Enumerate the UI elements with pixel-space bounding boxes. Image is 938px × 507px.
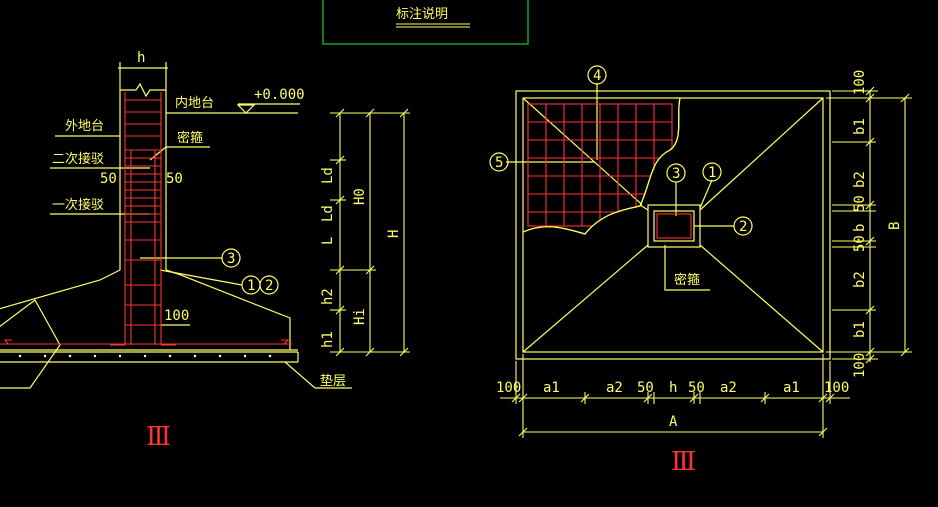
rebar-hook-left bbox=[3, 339, 12, 345]
bedding-leader bbox=[284, 361, 316, 389]
bdim-8: 100 bbox=[824, 380, 849, 396]
plan-callout-5-text: 5 bbox=[495, 155, 503, 171]
vdim-h2: h2 bbox=[320, 288, 336, 305]
vdim-ticks bbox=[335, 108, 409, 357]
vdim-Hi: Hi bbox=[352, 308, 368, 325]
section-rebar bbox=[0, 92, 292, 346]
vdim-Ld1: Ld bbox=[320, 167, 336, 184]
plan-redraw bbox=[522, 97, 824, 353]
rdim-3: 50 bbox=[852, 195, 868, 212]
inner-ground-label: 内地台 bbox=[175, 95, 214, 111]
left-break-hatch bbox=[0, 299, 61, 389]
bdim-3: 50 bbox=[637, 380, 654, 396]
title-frame bbox=[322, 0, 529, 45]
bdim-0: 100 bbox=[496, 380, 521, 396]
d50-left-label: 50 bbox=[100, 171, 117, 187]
vertical-dimension-labels: Ld Ld L h2 h1 H0 Hi H bbox=[320, 167, 402, 348]
stirrup-label: 密箍 bbox=[177, 130, 203, 146]
callout12-leader bbox=[159, 269, 243, 286]
vdim-H: H bbox=[386, 230, 402, 238]
bdim-6: a2 bbox=[720, 380, 737, 396]
section-callout-3-text: 3 bbox=[227, 251, 235, 267]
bdim-A: A bbox=[669, 414, 678, 430]
section-stirrups bbox=[125, 99, 161, 326]
vertical-dimension-chain bbox=[330, 108, 410, 357]
footing-slope-left bbox=[0, 269, 121, 310]
bdim-7: a1 bbox=[783, 380, 800, 396]
base-bar-dots bbox=[18, 354, 272, 358]
section-callout-2-circle bbox=[259, 275, 279, 295]
level-triangle bbox=[236, 104, 256, 114]
dim-h-label: h bbox=[137, 50, 145, 66]
section-callout-1-text: 1 bbox=[247, 278, 255, 294]
bdim-2: a2 bbox=[606, 380, 623, 396]
plan-column-rebar-redraw bbox=[656, 213, 692, 239]
rdim-B: B bbox=[887, 222, 903, 230]
footing-section-view bbox=[0, 62, 352, 389]
outer-ground-label: 外地台 bbox=[65, 119, 104, 134]
bdim-4: h bbox=[669, 380, 677, 396]
vdim-Ld2: Ld bbox=[320, 205, 336, 222]
d100-label: 100 bbox=[164, 308, 189, 324]
plan-diag-tl bbox=[522, 97, 649, 211]
plan-callouts bbox=[489, 65, 753, 236]
rdim-8: 100 bbox=[852, 353, 868, 378]
plan-callout-3-text: 3 bbox=[672, 166, 680, 182]
rdim-2: b2 bbox=[852, 171, 868, 188]
column-break-mark bbox=[120, 82, 166, 98]
plan-roman-label: Ⅲ bbox=[671, 447, 696, 477]
section-callout-3-circle bbox=[221, 248, 241, 268]
plan-callout-4-text: 4 bbox=[593, 68, 601, 84]
plan-inner-rect bbox=[522, 97, 824, 353]
plan-bottom-dim-labels: 100 a1 a2 50 h 50 a2 a1 100 A bbox=[496, 380, 849, 430]
d50-right-label: 50 bbox=[166, 171, 183, 187]
rdim-5: 50 bbox=[852, 235, 868, 252]
splice1-label: 一次接驳 bbox=[52, 197, 104, 213]
bdim-5: 50 bbox=[688, 380, 705, 396]
plan-right-dims bbox=[826, 86, 912, 364]
title-text: 标注说明 bbox=[396, 7, 448, 22]
rdim-1: b1 bbox=[852, 118, 868, 135]
rdim-6: b2 bbox=[852, 271, 868, 288]
plan-bottom-dims bbox=[500, 354, 850, 438]
vdim-h1: h1 bbox=[320, 331, 336, 348]
plan-callout-1-text: 1 bbox=[708, 165, 716, 181]
rdim-0: 100 bbox=[852, 70, 868, 95]
bedding-label: 垫层 bbox=[320, 373, 346, 389]
section-callouts bbox=[221, 248, 279, 295]
rdim-7: b1 bbox=[852, 321, 868, 338]
title-block: 标注说明 bbox=[322, 0, 529, 45]
section-callout-2-text: 2 bbox=[265, 278, 273, 294]
level-label: +0.000 bbox=[254, 87, 305, 103]
rdim-4: b bbox=[852, 224, 868, 232]
plan-right-dim-labels: 100 b1 b2 50 b 50 b2 b1 100 B bbox=[852, 70, 903, 378]
section-roman-label: Ⅲ bbox=[146, 422, 171, 452]
plan-outer-rect bbox=[515, 90, 831, 360]
vdim-L: L bbox=[320, 237, 336, 245]
vdim-H0: H0 bbox=[352, 188, 368, 205]
plan-stirrup-label: 密箍 bbox=[674, 272, 700, 288]
splice2-label: 二次接驳 bbox=[52, 151, 104, 167]
plan-callout-2-text: 2 bbox=[739, 219, 747, 235]
bdim-1: a1 bbox=[543, 380, 560, 396]
rebar-hook-right bbox=[281, 339, 290, 345]
